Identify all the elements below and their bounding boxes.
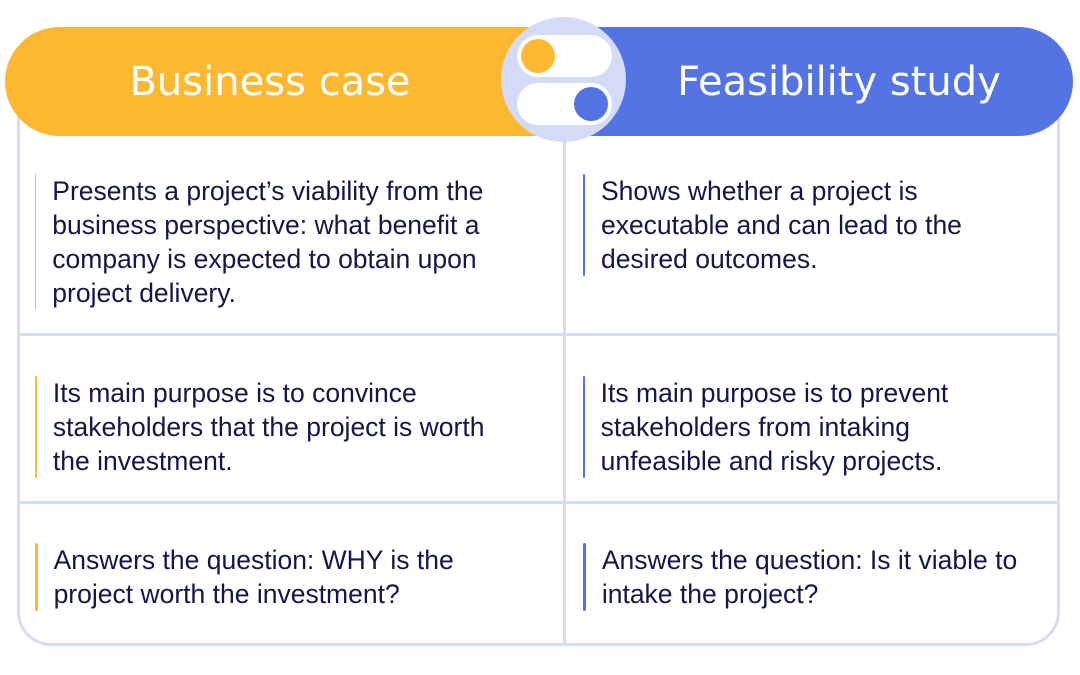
row-divider bbox=[17, 501, 1060, 504]
feasibility-study-cell: Its main purpose is to prevent stakehold… bbox=[583, 376, 1023, 478]
comparison-table bbox=[17, 80, 1060, 646]
toggle-left-icon bbox=[517, 35, 612, 77]
feasibility-study-title: Feasibility study bbox=[677, 58, 1001, 105]
accent-bar bbox=[35, 174, 37, 310]
accent-bar bbox=[35, 543, 38, 611]
feasibility-study-cell: Shows whether a project is executable an… bbox=[583, 174, 1043, 276]
accent-bar bbox=[583, 543, 586, 611]
accent-bar bbox=[35, 376, 37, 478]
accent-bar bbox=[583, 376, 585, 478]
toggle-switches-icon bbox=[501, 17, 626, 142]
feasibility-study-cell: Answers the question: Is it viable to in… bbox=[583, 543, 1053, 611]
business-case-cell: Its main purpose is to convince stakehol… bbox=[35, 376, 515, 478]
row-divider bbox=[17, 333, 1060, 336]
business-case-title: Business case bbox=[129, 58, 411, 105]
business-case-cell: Presents a project’s viability from the … bbox=[35, 174, 535, 310]
toggle-right-icon bbox=[517, 83, 612, 125]
business-case-cell: Answers the question: WHY is the project… bbox=[35, 543, 535, 611]
accent-bar bbox=[583, 174, 585, 276]
business-case-header: Business case bbox=[5, 27, 565, 136]
column-divider bbox=[563, 136, 566, 646]
feasibility-study-header: Feasibility study bbox=[565, 27, 1073, 136]
